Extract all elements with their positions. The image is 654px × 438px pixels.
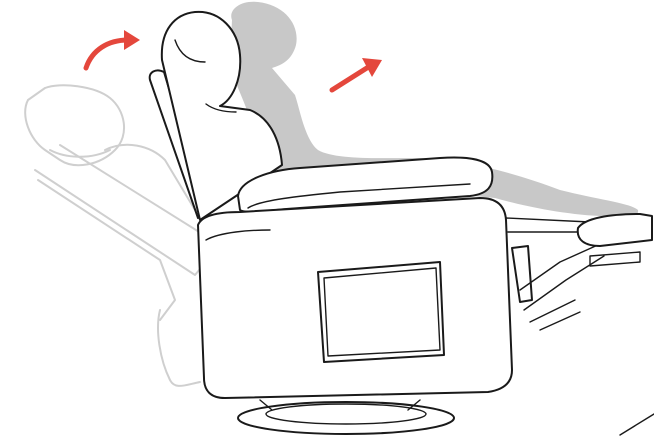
footrest-mechanism	[506, 214, 652, 330]
lift-arrow	[332, 58, 382, 90]
side-pocket	[318, 262, 444, 362]
floor-line	[620, 414, 654, 435]
swivel-base	[238, 400, 454, 434]
recline-arrow	[86, 30, 140, 68]
